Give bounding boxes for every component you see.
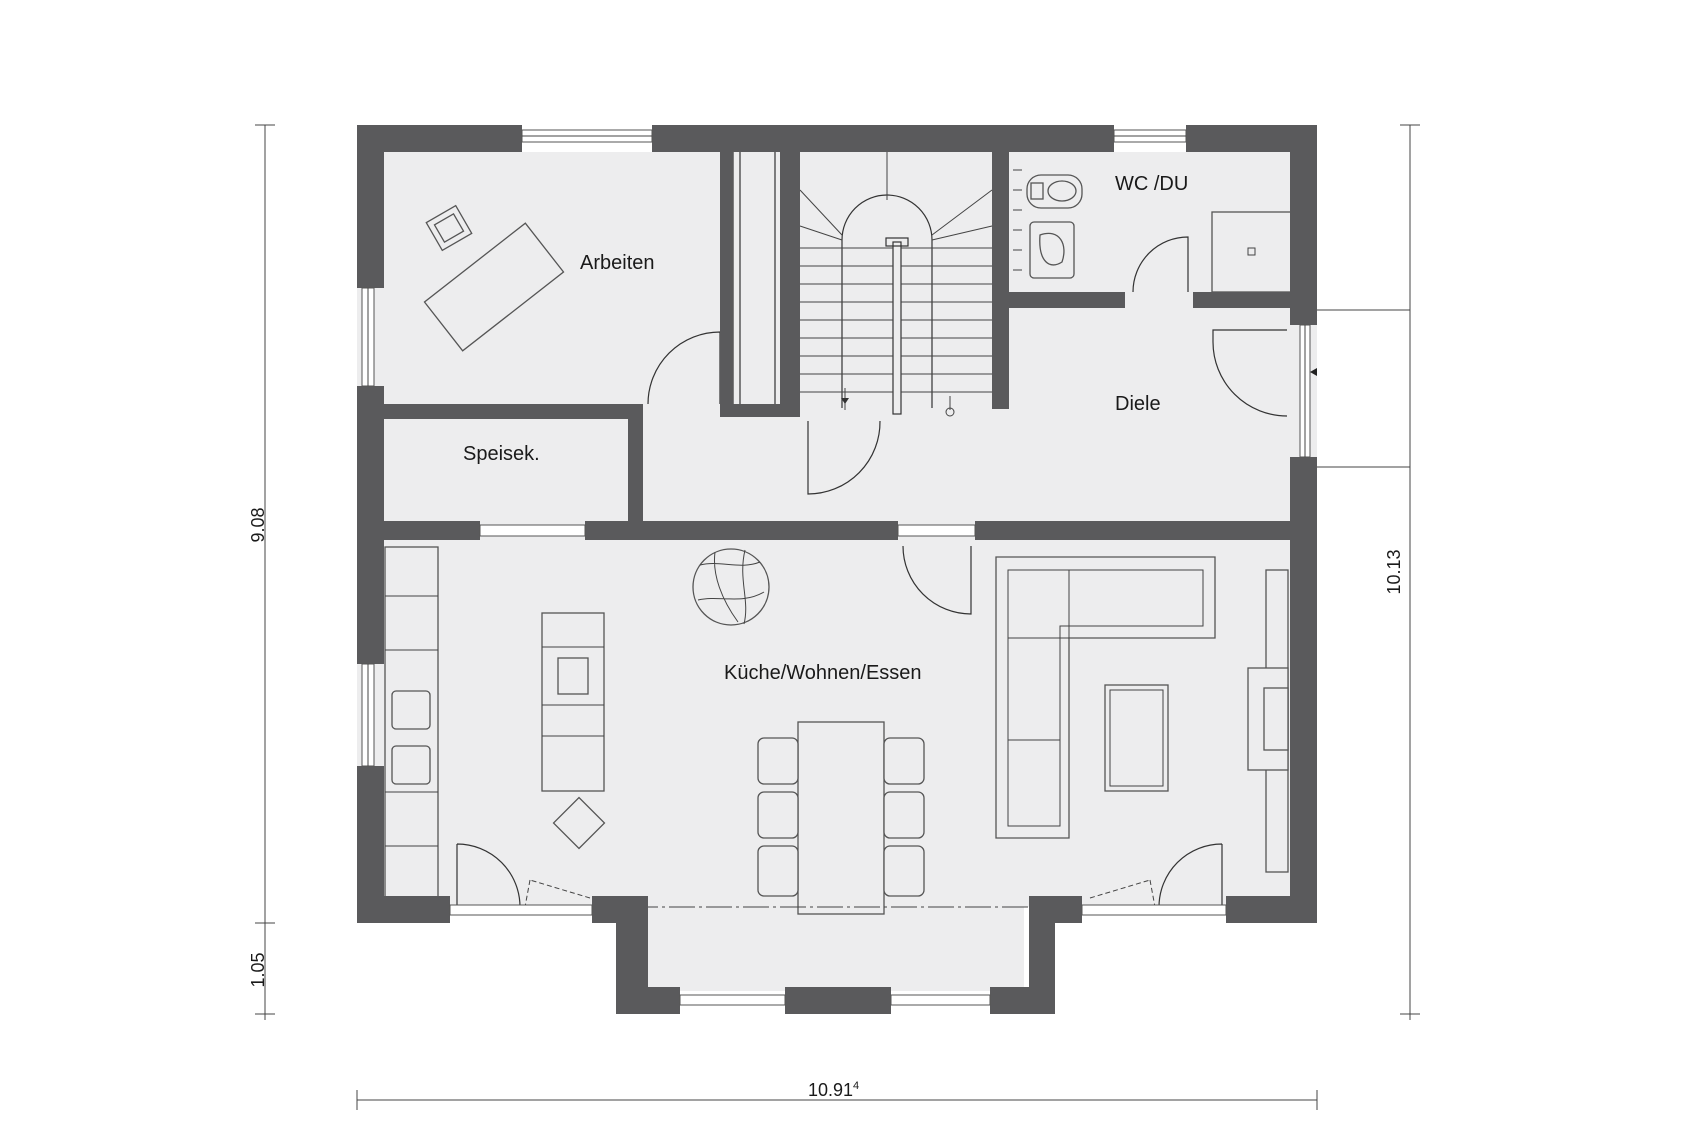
dimension-bottom-width: 10.914 xyxy=(808,1080,859,1100)
sofa xyxy=(995,556,1216,839)
bathroom-fixtures xyxy=(1013,169,1293,293)
room-label-diele: Diele xyxy=(1115,393,1161,415)
room-label-speisek: Speisek. xyxy=(463,443,540,465)
kitchen-island xyxy=(541,612,606,850)
dimension-right-total: 10.13 xyxy=(1384,549,1404,594)
room-label-kueche-wohnen-essen: Küche/Wohnen/Essen xyxy=(724,662,922,684)
windows xyxy=(361,129,1317,1006)
walls xyxy=(357,125,1317,1014)
office-desk xyxy=(423,204,565,352)
sideboard xyxy=(1247,569,1289,873)
dining-table xyxy=(757,721,925,915)
room-label-wc-du: WC /DU xyxy=(1115,173,1188,195)
dimension-left-main: 9.08 xyxy=(248,507,268,542)
dimension-left-bay: 1.05 xyxy=(248,952,268,987)
room-label-arbeiten: Arbeiten xyxy=(580,252,655,274)
doors xyxy=(456,236,1288,908)
dimension-bottom-width-sup: 4 xyxy=(853,1080,859,1092)
kitchen-counter xyxy=(384,546,439,908)
plant xyxy=(692,548,770,626)
dimension-lines xyxy=(255,124,1420,1110)
